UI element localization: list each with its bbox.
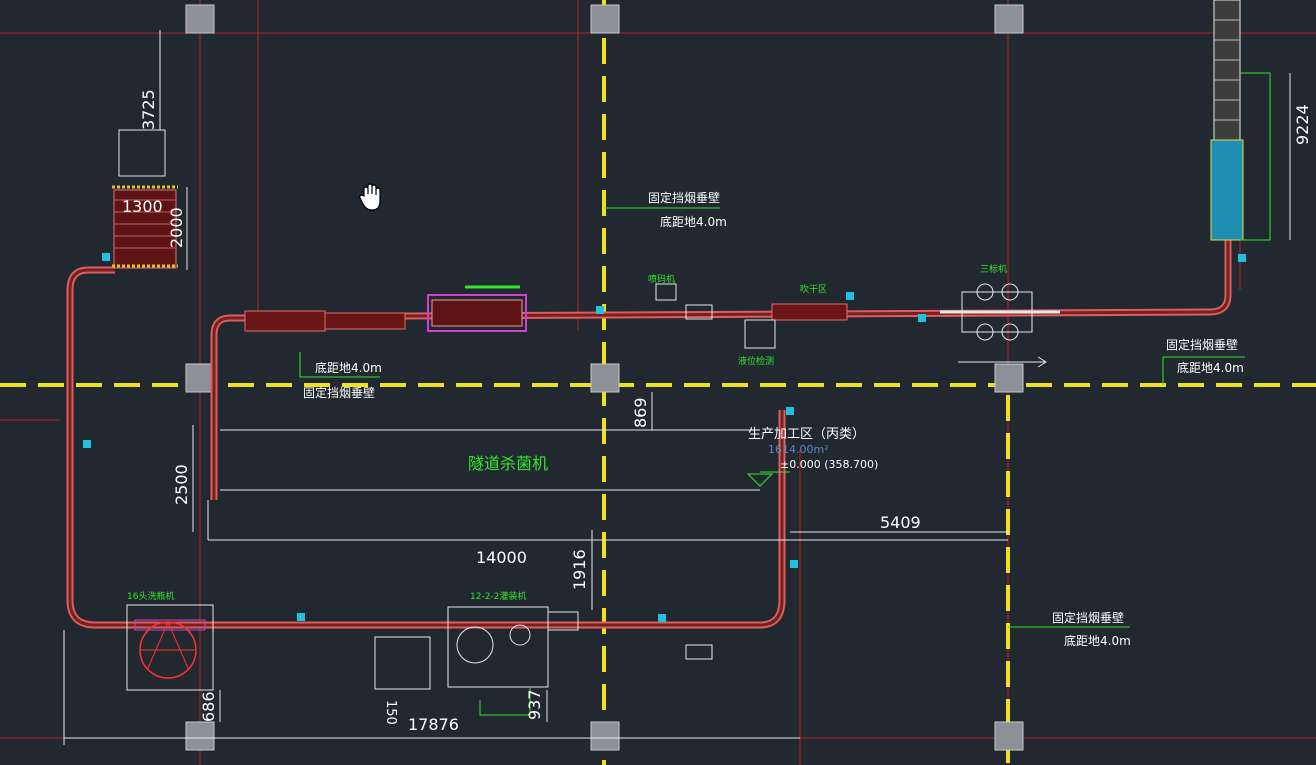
dim-1300: 1300 [122, 197, 163, 216]
unscrambler-machine [112, 129, 178, 269]
pasteurizer-module [427, 285, 527, 332]
label-washer: 16头洗瓶机 [127, 590, 174, 602]
structural-columns [185, 4, 1024, 751]
filler-machine [374, 606, 579, 716]
label-height-4: 底距地4.0m [1064, 633, 1131, 648]
right-vertical-conveyor [1210, 0, 1271, 241]
dim-17876: 17876 [408, 715, 459, 734]
label-dryer: 吹干区 [800, 283, 827, 295]
label-elevation: ±0.000 (358.700) [780, 458, 878, 471]
label-height-3: 底距地4.0m [1177, 360, 1244, 375]
label-area-value: 1614.00m² [768, 443, 829, 456]
dim-9224: 9224 [1293, 104, 1312, 145]
conveyor-line [66, 240, 1232, 629]
dim-686: 686 [199, 691, 218, 722]
label-wall-1: 固定挡烟垂壁 [648, 190, 720, 205]
label-inkjet: 喷码机 [648, 273, 675, 285]
label-wall-4: 固定挡烟垂壁 [1052, 610, 1124, 625]
label-wall-2: 固定挡烟垂壁 [303, 385, 375, 400]
washer-machine [126, 604, 214, 691]
hand-pan-icon[interactable] [359, 183, 381, 211]
dim-2500: 2500 [172, 464, 191, 505]
dim-5409: 5409 [880, 513, 921, 532]
flow-arrow-head [1037, 356, 1047, 368]
dim-937: 937 [525, 689, 544, 720]
dim-14000: 14000 [476, 548, 527, 567]
elevation-marker [746, 473, 774, 487]
equipment-boxes [655, 283, 776, 660]
dim-150: 150 [383, 700, 398, 725]
dim-869: 869 [631, 397, 650, 428]
label-labeler: 三标机 [980, 263, 1007, 275]
label-height-2: 底距地4.0m [315, 360, 382, 375]
dim-2000: 2000 [167, 207, 186, 248]
conveyor-segments [244, 303, 848, 332]
labeler-machine [940, 283, 1060, 341]
label-production-area: 生产加工区（丙类） [748, 427, 865, 442]
label-height-1: 底距地4.0m [660, 214, 727, 229]
label-level-check: 液位检测 [738, 355, 774, 367]
label-wall-3: 固定挡烟垂壁 [1166, 337, 1238, 352]
dim-1916: 1916 [570, 549, 589, 590]
label-filler: 12-2-2灌装机 [470, 590, 526, 602]
motors [83, 253, 1246, 622]
label-tunnel: 隧道杀菌机 [468, 454, 548, 473]
leader-lines [299, 207, 1245, 628]
dimension-lines [63, 30, 1291, 745]
dim-3725: 3725 [139, 89, 158, 130]
